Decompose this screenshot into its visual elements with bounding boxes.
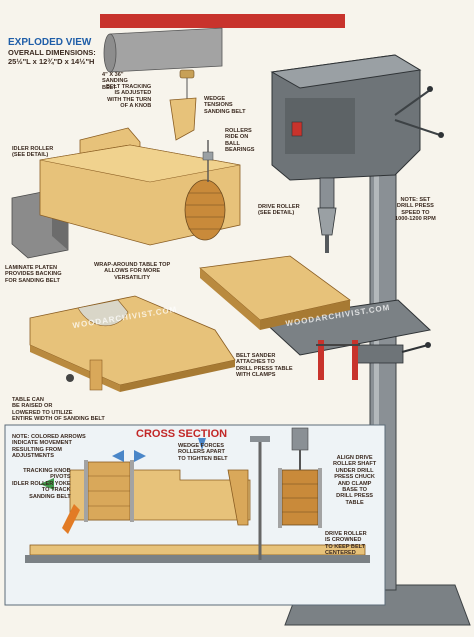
label-wedge: WEDGE TENSIONS SANDING BELT [204, 96, 246, 115]
label-note-speed: NOTE: SET DRILL PRESS SPEED TO 1000-1200… [395, 197, 436, 223]
label-rollers: ROLLERS RIDE ON BALL BEARINGS [225, 128, 255, 154]
dimensions-heading: OVERALL DIMENSIONS: [8, 48, 96, 57]
dimensions-value: 25½"L x 12¾"D x 14½"H [8, 57, 95, 66]
clamp-right [352, 340, 358, 380]
label-idler-roller: IDLER ROLLER (SEE DETAIL) [12, 146, 54, 159]
cs-drive-roller [281, 469, 319, 526]
table-knob [66, 374, 74, 382]
label-sanding-belt: 4" x 36" SANDING BELT [102, 72, 128, 91]
drill-chuck [319, 177, 335, 209]
clamped-base [199, 255, 360, 380]
power-switch-icon [291, 121, 303, 137]
drive-roller [184, 179, 226, 241]
label-drive-roller: DRIVE ROLLER (SEE DETAIL) [258, 204, 300, 217]
arrow-blue-left-icon [112, 450, 124, 462]
arrow-green-icon [40, 478, 54, 490]
label-laminate: LAMINATE PLATEN PROVIDES BACKING FOR SAN… [5, 265, 62, 284]
arrow-blue-down-icon [198, 438, 206, 450]
header-bar [100, 14, 345, 28]
cs-label-crowned: DRIVE ROLLER IS CROWNED TO KEEP BELT CEN… [325, 531, 367, 557]
wrap-around-table [29, 295, 236, 392]
exploded-parts [11, 69, 241, 259]
cs-label-align: ALIGN DRIVE ROLLER SHAFT UNDER DRILL PRE… [333, 455, 377, 506]
clamp-left [318, 340, 324, 380]
label-belt-sander: BELT SANDER ATTACHES TO DRILL PRESS TABL… [236, 353, 293, 379]
arrow-blue-right-icon [134, 450, 146, 462]
cs-note-arrows: NOTE: COLORED ARROWS INDICATE MOVEMENT R… [12, 434, 86, 460]
arrow-orange-icon [62, 504, 80, 534]
label-table-raise: TABLE CAN BE RAISED OR LOWERED TO UTILIZ… [12, 397, 105, 423]
label-belt-tracking: BELT TRACKING IS ADJUSTED WITH THE TURN … [106, 84, 152, 110]
sanding-belt [109, 27, 223, 73]
cross-section-title: CROSS SECTION [136, 428, 228, 440]
wedge [169, 97, 197, 141]
cs-label-wedge-forces: WEDGE FORCES ROLLERS APART TO TIGHTEN BE… [178, 443, 228, 462]
cross-section-drawing [25, 427, 370, 563]
drill-press-table [260, 299, 432, 356]
cs-label-knob-pivots: TRACKING KNOB PIVOTS IDLER ROLLER YOKE T… [12, 468, 71, 500]
diagram-title: EXPLODED VIEW [8, 37, 92, 48]
cs-wedge [227, 469, 249, 526]
tracking-knob [179, 69, 195, 79]
label-wrap-table: WRAP-AROUND TABLE TOP ALLOWS FOR MORE VE… [94, 262, 171, 281]
